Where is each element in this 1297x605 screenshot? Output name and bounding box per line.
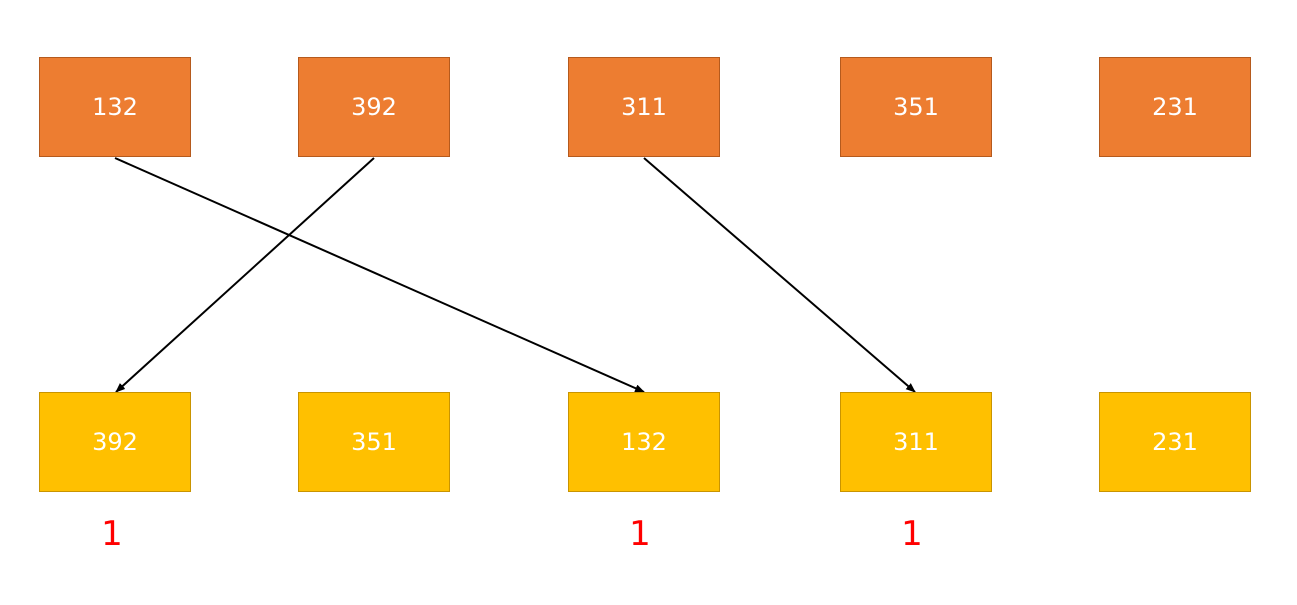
marker-3: 1	[901, 514, 923, 554]
bottom-box-2: 351	[298, 392, 450, 492]
bottom-box-3: 132	[568, 392, 720, 492]
arrow-132	[114, 157, 645, 393]
bottom-box-1: 392	[39, 392, 191, 492]
top-box-1: 132	[39, 57, 191, 157]
marker-1: 1	[101, 514, 123, 554]
arrow-311	[643, 157, 916, 393]
bottom-box-4: 311	[840, 392, 992, 492]
arrow-392	[115, 157, 375, 393]
top-box-4: 351	[840, 57, 992, 157]
top-box-3: 311	[568, 57, 720, 157]
marker-2: 1	[629, 514, 651, 554]
top-box-5: 231	[1099, 57, 1251, 157]
bottom-box-5: 231	[1099, 392, 1251, 492]
top-box-2: 392	[298, 57, 450, 157]
